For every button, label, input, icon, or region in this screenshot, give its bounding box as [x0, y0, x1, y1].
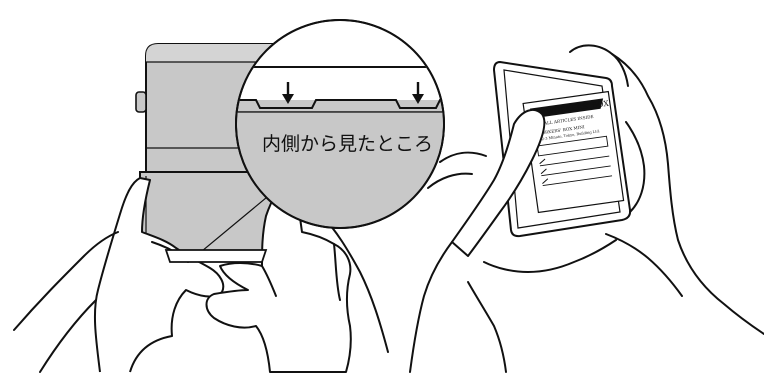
card-case: WORKERS' BOX ALL ARTICLES INSIDE WORKERS… [492, 60, 632, 238]
left-hand-lower [409, 241, 453, 373]
left-hand [93, 177, 225, 373]
callout-label: 内側から見たところ [262, 133, 433, 155]
down-arrow-icon [282, 82, 294, 104]
down-arrow-icon [412, 82, 424, 104]
business-card: WORKERS' BOX ALL ARTICLES INSIDE WORKERS… [522, 90, 625, 214]
card-line-2: WORKERS' BOX MINI [537, 124, 585, 136]
right-illustration: WORKERS' BOX ALL ARTICLES INSIDE WORKERS… [409, 44, 764, 373]
case-bottom-edge [164, 249, 268, 263]
left-illustration: 内側から見たところ [13, 19, 445, 373]
thumb [451, 108, 546, 257]
right-hand [205, 177, 352, 373]
